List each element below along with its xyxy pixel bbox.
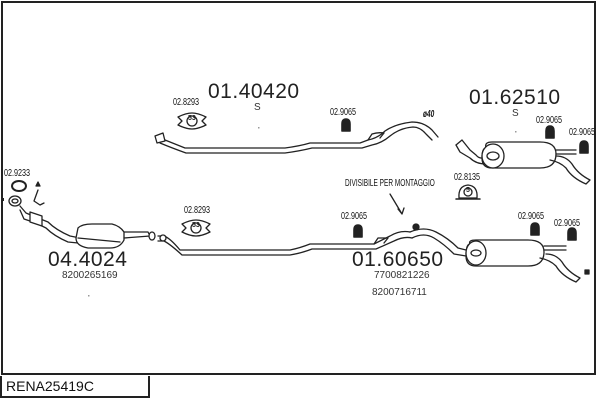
- rubber-hanger-icon[interactable]: [545, 125, 555, 139]
- oe-number: 8200716711: [372, 287, 427, 298]
- accessory-ref: 02.9065: [518, 211, 545, 222]
- rear-silencer-bottom-drawing[interactable]: [409, 223, 590, 283]
- catalyst-drawing[interactable]: [8, 181, 156, 249]
- oe-number: 8200265169: [62, 270, 118, 281]
- accessory-ref: 02.8293: [184, 205, 211, 216]
- rubber-hanger-icon[interactable]: [579, 140, 589, 154]
- accessory-ref: 02.8135: [454, 172, 481, 183]
- accessory-ref: 02.9065: [341, 211, 368, 222]
- gasket-ring-icon[interactable]: [11, 180, 27, 192]
- part-suffix-rear-silencer-top: S: [512, 108, 519, 119]
- part-number-front-pipe: 01.40420: [208, 80, 300, 103]
- diagram-frame: [1, 1, 596, 375]
- footer-code: RENA25419C: [6, 378, 94, 394]
- accessory-ref: 02.9065: [536, 115, 563, 126]
- part-suffix-front-pipe: S: [254, 102, 261, 113]
- clamp-badge: 53: [188, 115, 196, 122]
- middle-pipe-drawing[interactable]: [157, 230, 413, 256]
- front-pipe-drawing[interactable]: [154, 121, 439, 154]
- part-number-catalyst: 04.4024: [48, 248, 128, 271]
- accessory-ref: 02.9233: [4, 168, 31, 179]
- part-number-rear-silencer-bottom: 01.60650: [352, 248, 444, 271]
- diameter-note: ø40: [423, 109, 435, 120]
- clamp-badge: 53: [192, 222, 200, 229]
- clamp-icon[interactable]: [455, 184, 481, 200]
- rubber-hanger-icon[interactable]: [530, 222, 540, 236]
- split-note: DIVISIBILE PER MONTAGGIO: [345, 178, 435, 189]
- rubber-hanger-icon[interactable]: [341, 118, 351, 132]
- rubber-hanger-icon[interactable]: [567, 227, 577, 241]
- clamp-icon[interactable]: [181, 219, 211, 237]
- footer-code-box: RENA25419C: [0, 376, 150, 398]
- clamp-icon[interactable]: [177, 112, 207, 130]
- oe-number: 7700821226: [374, 270, 430, 281]
- accessory-ref: 02.8293: [173, 97, 200, 108]
- split-note-arrow: [389, 193, 405, 215]
- clamp-badge: 5: [466, 187, 470, 194]
- accessory-ref: 02.9065: [569, 127, 596, 138]
- rubber-hanger-icon[interactable]: [353, 224, 363, 238]
- rear-silencer-top-drawing[interactable]: [455, 139, 591, 185]
- accessory-ref: 02.9065: [330, 107, 357, 118]
- part-number-rear-silencer-top: 01.62510: [469, 86, 561, 109]
- accessory-ref: 02.9065: [554, 218, 581, 229]
